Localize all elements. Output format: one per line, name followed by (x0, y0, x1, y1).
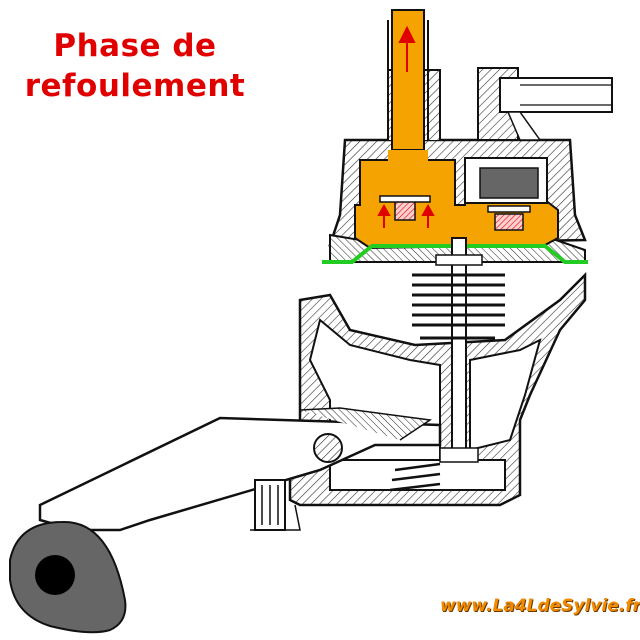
title-line-1: Phase de (53, 28, 217, 64)
filter-cup (464, 157, 548, 204)
diaphragm-spring (412, 273, 505, 340)
inlet-pipe (477, 67, 613, 141)
intake-valve (487, 205, 531, 231)
camshaft-eccentric (9, 520, 127, 634)
flow-arrow-icon (377, 25, 435, 228)
mounting-flange (250, 479, 301, 531)
title-line-2: refoulement (24, 68, 246, 104)
website-credit: www.La4LdeSylvie.fr (440, 596, 640, 616)
delivery-valve (379, 195, 431, 221)
lever-spring (389, 462, 441, 492)
outlet-pipe (368, 9, 460, 151)
diagram-title: Phase de refoulement (20, 26, 250, 106)
lower-housing (288, 271, 587, 507)
